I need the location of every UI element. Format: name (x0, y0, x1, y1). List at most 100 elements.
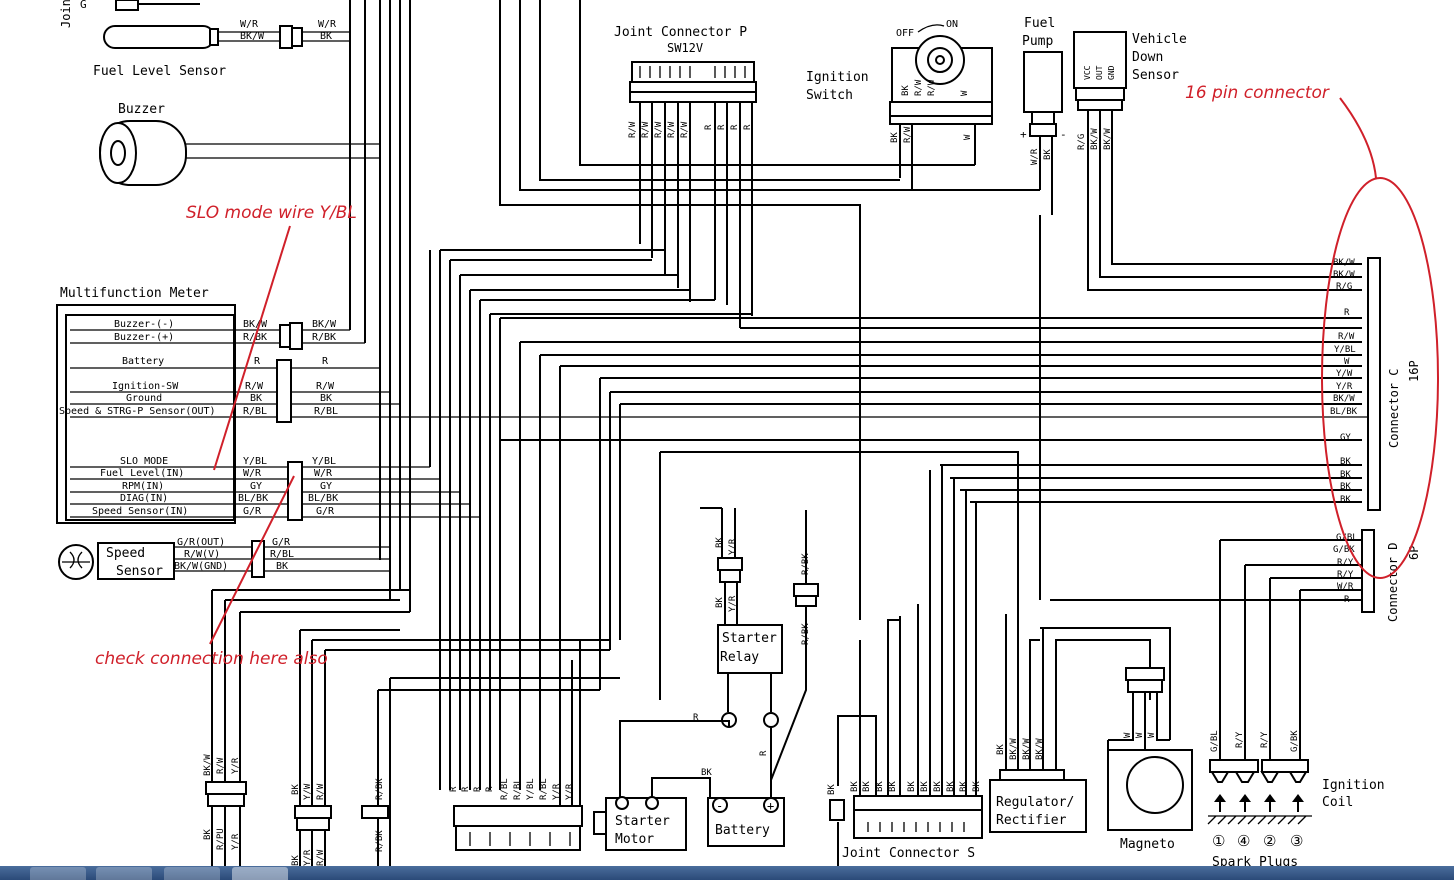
relay-fuse: R/BK R/BK (770, 510, 819, 781)
starter-motor-label-2: Motor (615, 832, 654, 847)
bl-wire: R/W (316, 783, 326, 800)
conn-c-wire: Y/BL (1334, 345, 1356, 355)
meter-pin-label: Buzzer-(-) (114, 319, 174, 330)
starter-relay-label-2: Relay (720, 650, 759, 665)
ignition-switch: Ignition Switch OFF ON BK R/W R/W W BK R… (806, 19, 993, 190)
conn-c-wire: BK/W (1333, 270, 1355, 280)
meter-pin-label: Fuel Level(IN) (100, 468, 184, 479)
ignition-on-label: ON (946, 19, 958, 30)
joint-s-wire: BK (850, 781, 860, 792)
bl-wire: Y/R (303, 849, 313, 866)
speed-sensor-wire: R/BL (270, 549, 294, 560)
vds-label-1: Vehicle (1132, 32, 1187, 47)
regulator-label-1: Regulator/ (996, 795, 1074, 810)
connector-d-label: Connector D (1386, 543, 1400, 622)
ign-wire: R/W (914, 79, 924, 96)
bc-wire: R/BL (539, 778, 549, 800)
vds-wire: R/G (1077, 134, 1087, 150)
bl-wire: R/W (316, 849, 326, 866)
relay-wire-below: BK (715, 597, 725, 608)
meter-pin-label: Battery (122, 356, 164, 367)
meter-pin-label: Speed Sensor(IN) (92, 506, 188, 517)
conn-d-wire: R/Y (1337, 558, 1354, 568)
regulator-label-2: Rectifier (996, 813, 1067, 828)
taskbar-app-button[interactable] (164, 867, 220, 880)
bottom-center-connector: R R R R R/BL R/BL Y/BL R/BL Y/R Y/R (449, 640, 583, 851)
battery-plus: + (767, 799, 774, 813)
fuel-pump-wire: BK (1043, 149, 1053, 160)
meter-wire-color: BL/BK (238, 493, 268, 504)
joint-s-wire: BK (920, 781, 930, 792)
spark-plug-number: ③ (1290, 832, 1303, 850)
taskbar-start-button[interactable] (30, 867, 86, 880)
bc-wire: Y/R (552, 783, 562, 800)
ignition-switch-label-1: Ignition (806, 70, 869, 85)
fuel-sensor-wire-1: W/R (240, 19, 259, 30)
joint-connector-p-sub: SW12V (667, 41, 703, 55)
conn-c-wire: R/W (1338, 332, 1355, 342)
battery-wire-r: R (759, 750, 769, 756)
ign-bottom-wire: BK (890, 132, 900, 143)
fuel-pump-plus: + (1020, 128, 1027, 141)
magneto-label: Magneto (1120, 837, 1175, 852)
meter-right-wire: G/R (316, 506, 335, 517)
meter-wire-color: R (254, 356, 261, 367)
conn-d-wire: G/BL (1336, 533, 1358, 543)
bl-wire: BK/W (203, 754, 213, 776)
taskbar-app-button[interactable] (96, 867, 152, 880)
joint-s-wire: BK (933, 781, 943, 792)
conn-c-wire: BK (1340, 457, 1351, 467)
relay-fuse-wire-below: R/BK (801, 623, 811, 645)
bc-wire: R (461, 786, 471, 792)
joint-p-wire: R/W (654, 121, 664, 138)
bl-wire: Y/R (231, 833, 241, 850)
ignition-switch-label-2: Switch (806, 88, 853, 103)
relay-wire: Y/R (728, 538, 738, 555)
meter-pin-label: DIAG(IN) (120, 493, 168, 504)
joint-s-wire: BK (972, 781, 982, 792)
ignition-coil-label-1: Ignition (1322, 778, 1385, 793)
annotation-16-pin: 16 pin connector (1185, 83, 1330, 103)
fuel-pump-minus: - (1060, 128, 1067, 141)
meter-right-wire: R/BL (314, 406, 338, 417)
meter-right-wire: R (322, 356, 329, 367)
bl-wire: BK (291, 784, 301, 795)
conn-d-wire: W/R (1337, 582, 1354, 592)
bl-wire: R/PU (216, 828, 226, 850)
meter-wire-color: G/R (243, 506, 262, 517)
meter-right-wire: GY (320, 481, 332, 492)
multifunction-meter-label: Multifunction Meter (60, 286, 209, 301)
ign-wire: R/W (927, 79, 937, 96)
magneto-wire: W (1135, 732, 1145, 738)
bc-wire: Y/BL (526, 778, 536, 800)
conn-c-wire: BK/W (1333, 394, 1355, 404)
taskbar-app-button-active[interactable] (232, 867, 288, 880)
joint-connector-fragment-label: Join (59, 0, 73, 28)
battery: - + Battery (707, 797, 785, 847)
bc-wire: R (485, 786, 495, 792)
vds-pin: GND (1107, 65, 1116, 80)
coil-wire: R/Y (1235, 731, 1245, 748)
battery-minus: - (716, 799, 723, 813)
meter-pin-label: Ground (126, 393, 162, 404)
joint-s-wire: BK (946, 781, 956, 792)
joint-p-wire: R/W (667, 121, 677, 138)
vds-pin: OUT (1095, 65, 1104, 80)
meter-right-wire: BK (320, 393, 332, 404)
magneto-wire: W (1147, 732, 1157, 738)
meter-wire-color: GY (250, 481, 262, 492)
coil-wire: G/BL (1210, 730, 1220, 752)
starter-motor-wire: R (693, 713, 699, 723)
speed-sensor-wire: G/R (272, 537, 291, 548)
vds-wire: BK/W (1103, 128, 1113, 150)
bl-wire: BK (203, 829, 213, 840)
meter-right-wire: Y/BL (312, 456, 336, 467)
speed-sensor-pin: R/W(V) (184, 549, 220, 560)
bc-wire: Y/R (565, 783, 575, 800)
speed-sensor-pin: BK/W(GND) (174, 561, 228, 572)
battery-label: Battery (715, 823, 770, 838)
fuel-sensor-wire-right-1: W/R (318, 19, 337, 30)
connector-c-pins: 16P (1407, 360, 1421, 382)
meter-pin-label: Speed & STRG-P Sensor(OUT) (59, 406, 216, 417)
